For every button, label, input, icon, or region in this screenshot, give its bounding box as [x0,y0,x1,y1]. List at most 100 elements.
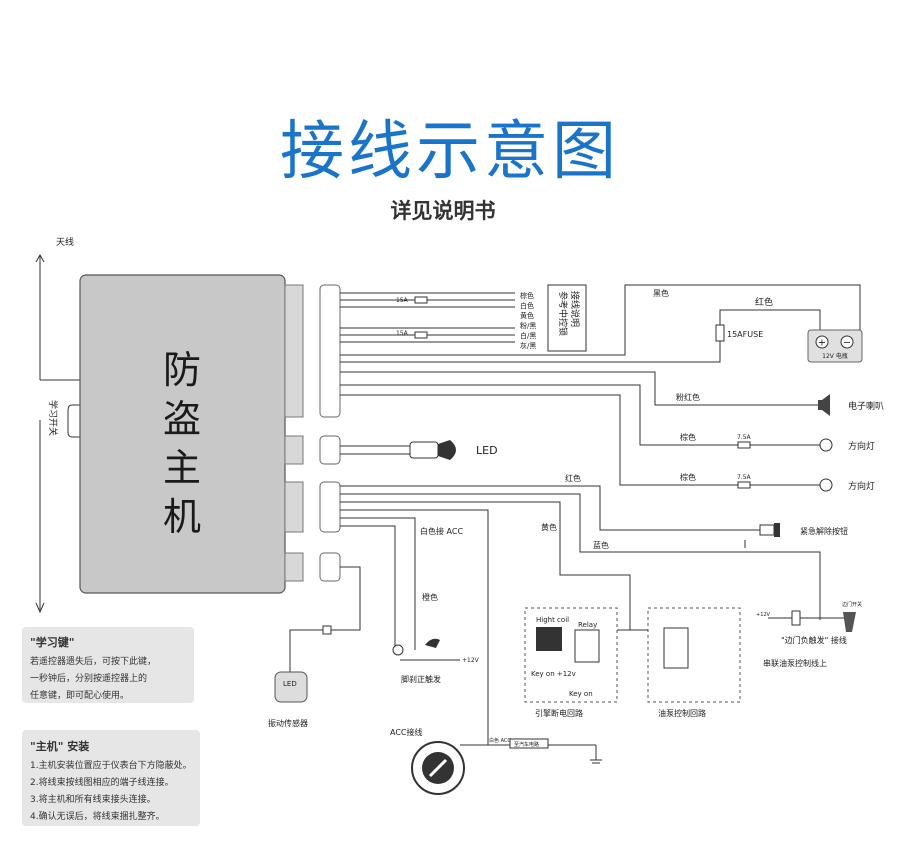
pump-control-box [647,607,741,703]
shock-sensor-label: 振动传感器 [268,718,308,728]
install-note-line: 2.将线束按线图相应的端子线连接。 [30,778,174,788]
led-label: LED [476,444,498,457]
blue-label: 蓝色 [593,540,609,550]
port-sensor [284,552,304,582]
install-note-line: 4.确认无误后，将线束捆扎整齐。 [30,812,165,822]
learn-note-line: 一秒钟后，分别按遥控器上的 [30,674,148,684]
wire-color-label: 黄色 [520,311,534,320]
engine-circuit-label: 引擎断电回路 [535,708,583,718]
install-note-line: 3.将主机和所有线束接头连接。 [30,795,156,805]
door-switch-icon [843,612,856,632]
antenna-label: 天线 [56,236,74,248]
fuse-main-icon [715,324,725,342]
black-wire-label: 黑色 [653,288,669,298]
reference-label: 接线说明 [569,291,581,327]
plus12v-label: +12V [756,612,771,618]
plug-sensor [319,552,341,582]
sensor-led-label: LED [283,680,297,688]
port-aux [284,481,304,533]
wire-color-label: 灰/黑 [520,341,536,350]
fuse-label: 15A [396,297,409,304]
reference-label: 参考中控锁 [557,291,569,336]
page-title: 接线示意图 [280,115,620,189]
speaker-icon [818,394,830,416]
battery-positive-icon [815,335,829,349]
speaker-label: 电子喇叭 [848,400,884,412]
learn-key-note: "学习键" 若遥控器遗失后，可按下此键， 一秒钟后，分别按遥控器上的 任意键，即… [22,627,194,703]
pump-note-label: 串联油泵控制线上 [763,658,827,668]
fuse-icon [737,481,751,489]
brown-label: 棕色 [680,432,696,442]
coil-label: Hight coil [536,616,569,624]
pump-circuit-label: 油泵控制回路 [658,708,706,718]
plus12v-label: +12V [462,657,480,664]
brake-switch-icon [392,644,404,656]
fuse-7-5-label: 7.5A [737,434,752,441]
main-fuse-label: 15AFUSE [727,330,763,339]
key-on-label: Key on +12v [531,670,576,678]
ignition-coil-icon [536,627,562,651]
reference-box [547,284,587,352]
svg-text:−: − [843,338,851,349]
turn-light-icon [819,438,833,452]
side-door-label: 边门开关 [842,601,862,608]
learn-note-heading: "学习键" [30,636,75,649]
brake-switch-label: 脚刹正触发 [401,674,441,684]
orange-label: 橙色 [422,592,438,602]
turn-light-icon [819,478,833,492]
plug-main-harness [319,284,341,418]
learn-switch-label: 学习开关 [47,400,59,436]
pink-red-label: 粉红色 [676,392,700,402]
main-unit-char-1: 防 [163,348,201,392]
main-unit-char-4: 机 [163,495,201,539]
car-power-box [509,738,549,749]
battery-label: 12V 电瓶 [822,352,848,360]
install-note: "主机" 安装 1.主机安装位置应于仪表台下方隐蔽处。 2.将线束按线图相应的端… [22,730,200,826]
turn-light-label: 方向灯 [848,440,875,452]
car-power-label: 至汽车电路 [514,741,539,748]
fuse-icon [414,331,428,339]
wire-color-label: 白色 [520,301,534,310]
plug-led [319,435,341,465]
led-body [409,441,439,459]
svg-text:+: + [818,338,826,349]
wire-color-label: 白/黑 [520,331,536,340]
antenna-arrow [35,253,45,263]
fuse-label: 15A [396,330,409,337]
fuse-icon [737,441,751,449]
key-on-label-2: Key on [569,690,593,698]
learn-note-line: 若遥控器遗失后，可按下此键， [30,657,157,667]
led-icon [438,440,456,460]
fuse-icon [414,296,428,304]
red-wire-label: 红色 [755,296,773,308]
port-led [284,435,304,465]
alarm-main-unit [79,274,286,594]
install-note-heading: "主机" 安装 [30,740,90,753]
pump-relay-icon [663,627,689,669]
wire-color-label: 粉/黑 [520,321,536,330]
door-switch-label: "边门负触发" 接线 [781,635,847,645]
relay-icon [574,629,600,663]
emergency-button-label: 紧急解除按钮 [800,526,848,536]
port-main-harness [284,284,304,418]
learn-switch[interactable] [67,404,80,438]
red-wire-label-2: 红色 [565,473,581,483]
page-subtitle: 详见说明书 [390,199,496,223]
main-unit-char-3: 主 [163,446,201,490]
brown-label: 棕色 [680,472,696,482]
fuse-7-5-label: 7.5A [737,474,752,481]
learn-note-line: 任意键，即可配心使用。 [30,691,130,701]
battery-negative-icon [840,335,854,349]
emergency-button-icon[interactable] [759,524,775,536]
white-acc-small-label: 白色 ACC [489,737,511,744]
relay-label: Relay [578,621,597,629]
door-trigger-icon [791,610,801,626]
engine-cutoff-box [524,607,618,703]
acc-switch-label: ACC接线 [390,727,423,737]
main-unit-char-2: 盗 [163,397,201,441]
wire-color-label: 棕色 [520,291,534,300]
shock-sensor-icon [274,671,308,703]
turn-light-label: 方向灯 [848,480,875,492]
plug-aux [319,481,341,533]
white-acc-label: 白色接 ACC [420,526,463,536]
